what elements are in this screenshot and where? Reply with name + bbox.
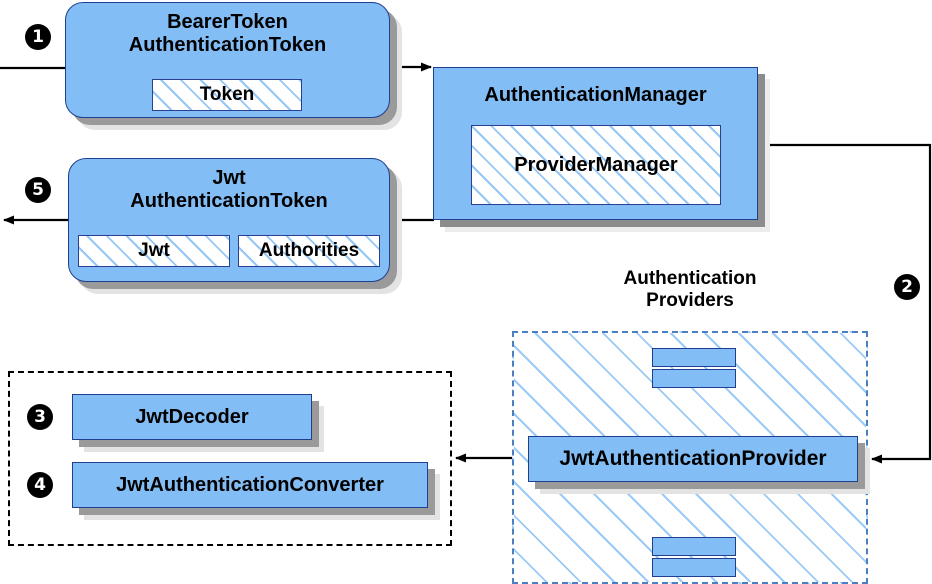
authentication-providers-label: Authentication Providers [560,268,820,312]
slot-authorities: Authorities [238,235,380,267]
step-badge-4: 4 [27,472,53,498]
step-badge-2: 2 [894,274,920,300]
node-jwt-authentication-converter-label: JwtAuthenticationConverter [116,473,384,496]
node-jwt-decoder[interactable]: JwtDecoder [72,394,312,440]
slot-jwt: Jwt [78,235,230,267]
node-jwt-authentication-provider-label: JwtAuthenticationProvider [559,447,827,470]
node-jwt-authentication-provider[interactable]: JwtAuthenticationProvider [528,436,858,482]
provider-bar-bottom-1 [652,537,736,556]
step-badge-1-label: 1 [32,26,44,47]
step-badge-5: 5 [25,177,51,203]
slot-provider-manager: ProviderManager [471,125,721,205]
provider-bar-top-1 [652,348,736,367]
node-authentication-manager-title: AuthenticationManager [484,84,707,106]
slot-token-label: Token [199,84,255,105]
node-authentication-manager[interactable]: AuthenticationManager ProviderManager [433,67,758,220]
step-badge-3: 3 [27,404,53,430]
group-jwt-support [8,371,452,546]
slot-jwt-label: Jwt [138,240,170,261]
node-bearer-token-authentication-token[interactable]: BearerToken AuthenticationToken Token [65,2,390,118]
step-badge-1: 1 [25,24,51,50]
slot-token: Token [152,79,302,111]
step-badge-4-label: 4 [34,474,46,495]
node-jwt-decoder-label: JwtDecoder [135,405,249,428]
node-bearer-token-title-line1: BearerToken [167,11,288,33]
node-bearer-token-title-line2: AuthenticationToken [128,33,327,56]
step-badge-5-label: 5 [32,179,44,200]
node-jwt-token-title-line1: Jwt [212,167,246,189]
node-jwt-authentication-token[interactable]: Jwt AuthenticationToken Jwt Authorities [68,158,390,282]
node-bearer-token-title: BearerToken AuthenticationToken [66,11,389,56]
step-badge-3-label: 3 [34,406,46,427]
provider-bar-top-2 [652,369,736,388]
node-jwt-token-title: Jwt AuthenticationToken [69,167,389,212]
authentication-providers-label-line1: Authentication [623,268,757,289]
node-jwt-token-title-line2: AuthenticationToken [130,189,328,212]
provider-bar-bottom-2 [652,558,736,577]
slot-provider-manager-label: ProviderManager [514,153,678,176]
step-badge-2-label: 2 [901,276,913,297]
authentication-providers-label-line2: Providers [646,289,734,311]
node-jwt-authentication-converter[interactable]: JwtAuthenticationConverter [72,462,428,508]
slot-authorities-label: Authorities [258,240,360,261]
